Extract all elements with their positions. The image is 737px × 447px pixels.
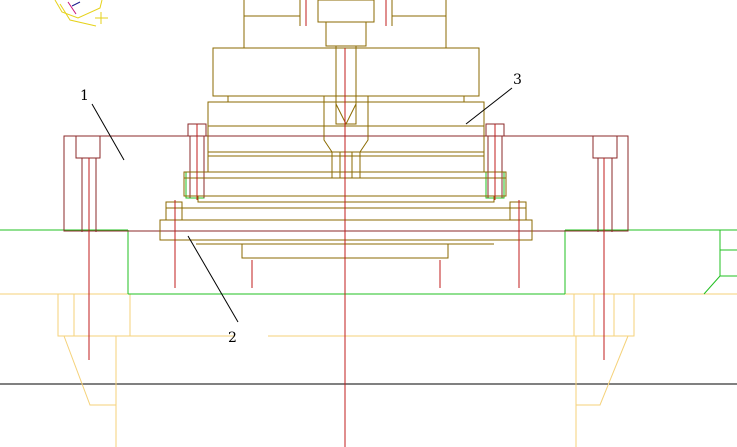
leader-line-1 bbox=[91, 103, 125, 161]
cylinder-assembly bbox=[159, 0, 533, 259]
leader-line-2 bbox=[187, 235, 239, 323]
leader-lines bbox=[91, 87, 513, 323]
corner-marker-icon bbox=[54, 0, 108, 27]
lower-frame bbox=[0, 293, 737, 447]
callout-label-3: 3 bbox=[513, 72, 522, 88]
callout-label-1: 1 bbox=[80, 88, 89, 104]
callout-label-2: 2 bbox=[228, 330, 237, 346]
center-axis bbox=[88, 0, 605, 447]
leader-line-3 bbox=[465, 87, 513, 125]
base-outline bbox=[0, 171, 737, 295]
